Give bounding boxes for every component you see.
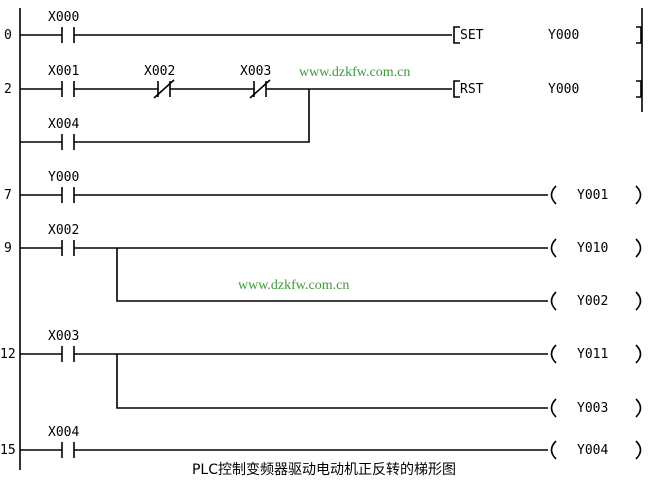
contact-label: X002	[48, 223, 79, 238]
contact-label: X004	[48, 117, 79, 132]
step-number: 9	[4, 241, 12, 256]
coil-label: Y010	[577, 241, 608, 256]
step-number: 7	[4, 188, 12, 203]
instruction-bracket-right	[636, 80, 642, 98]
contact-nc-slash	[153, 79, 175, 99]
coil-left	[550, 344, 557, 364]
contact-nc-slash	[249, 79, 271, 99]
coil-label: Y004	[577, 443, 608, 458]
coil-label: Y002	[577, 294, 608, 309]
coil-right	[635, 185, 642, 205]
coil-left	[550, 440, 557, 460]
coil-right	[635, 344, 642, 364]
step-number: 12	[0, 347, 16, 362]
diagram-caption: PLC控制变频器驱动电动机正反转的梯形图	[192, 462, 456, 478]
contact-label: X003	[240, 64, 271, 79]
coil-right	[635, 440, 642, 460]
step-number: 0	[4, 28, 12, 43]
coil-left	[550, 398, 557, 418]
coil-label: Y003	[577, 401, 608, 416]
instruction-name: RST	[460, 82, 484, 97]
instruction-device: Y000	[548, 82, 579, 97]
coil-left	[550, 291, 557, 311]
instruction-bracket-left	[453, 26, 460, 44]
branch-wire	[116, 248, 548, 302]
contact-label: X000	[48, 10, 79, 25]
coil-right	[635, 291, 642, 311]
contact-label: X003	[48, 329, 79, 344]
branch-wire	[74, 89, 310, 143]
contact-label: X001	[48, 64, 79, 79]
contact-label: Y000	[48, 170, 79, 185]
coil-right	[635, 398, 642, 418]
step-number: 2	[4, 82, 12, 97]
instruction-name: SET	[460, 28, 484, 43]
coil-right	[635, 238, 642, 258]
watermark: www.dzkfw.com.cn	[299, 65, 410, 80]
coil-label: Y011	[577, 347, 608, 362]
instruction-bracket-left	[453, 80, 460, 98]
coil-left	[550, 238, 557, 258]
contact-label: X004	[48, 425, 79, 440]
coil-label: Y001	[577, 188, 608, 203]
instruction-bracket-right	[636, 26, 642, 44]
step-number: 15	[0, 443, 16, 458]
watermark: www.dzkfw.com.cn	[238, 278, 349, 293]
instruction-device: Y000	[548, 28, 579, 43]
contact-label: X002	[144, 64, 175, 79]
branch-wire	[116, 354, 548, 409]
coil-left	[550, 185, 557, 205]
